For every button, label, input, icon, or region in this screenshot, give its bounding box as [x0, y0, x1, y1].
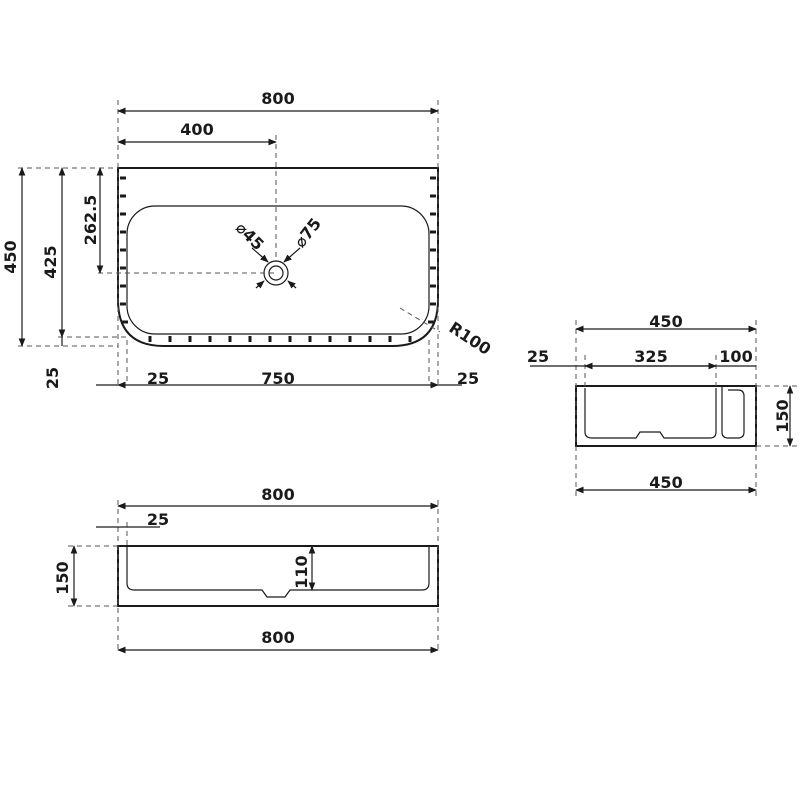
front-bowl-profile: [126, 546, 430, 598]
side-dim-bowl-depth: 325: [634, 347, 667, 366]
dim-drain-offset: 400: [180, 120, 213, 139]
top-view: 800 400 450 425 262.5 ⌀45 ⌀75 R100 25 75…: [1, 89, 494, 389]
side-dim-height: 150: [773, 399, 792, 432]
side-dim-ledge: 100: [719, 347, 752, 366]
side-basin-outline: [575, 385, 757, 447]
side-dim-bottom-width: 450: [649, 473, 682, 492]
dim-waste-large: ⌀75: [290, 214, 325, 251]
dim-rim-right: 25: [457, 369, 479, 388]
dim-corner-radius: R100: [446, 318, 495, 359]
dim-overall-width: 800: [261, 89, 294, 108]
dim-overall-depth: 450: [1, 240, 20, 273]
dim-waste-small: ⌀45: [232, 218, 268, 254]
inner-bowl-top: [126, 205, 430, 335]
front-dim-inner-height: 110: [292, 555, 311, 588]
side-view: 450 25 325 100 150 450: [527, 312, 800, 496]
crenellated-edge: [120, 176, 436, 342]
side-ledge: [721, 386, 745, 439]
dim-drain-depth-offset: 262.5: [81, 195, 100, 246]
side-dim-rim: 25: [527, 347, 549, 366]
basin-outline-top: [117, 167, 439, 347]
drain-outer: [263, 260, 289, 286]
front-dim-top-width: 800: [261, 485, 294, 504]
front-dim-rim: 25: [147, 510, 169, 529]
side-bowl-profile: [584, 388, 717, 439]
dim-rim-front: 25: [43, 367, 62, 389]
front-dim-bottom-width: 800: [261, 628, 294, 647]
side-dim-top-width: 450: [649, 312, 682, 331]
front-dim-height: 150: [53, 561, 72, 594]
dim-inner-width: 750: [261, 369, 294, 388]
dim-inner-depth: 425: [41, 245, 60, 278]
front-view: 800 25 150 110 800: [53, 485, 439, 654]
dim-rim-left: 25: [147, 369, 169, 388]
